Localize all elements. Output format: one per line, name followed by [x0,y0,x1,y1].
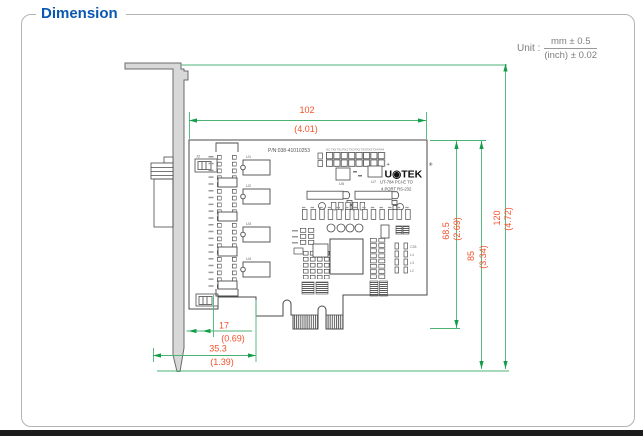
unit-mm: mm ± 0.5 [544,36,598,49]
jumper-label-u5: U5 [339,181,345,186]
jumper-blocks: U5 U7 [335,165,383,186]
unit-fraction: mm ± 0.5 (inch) ± 0.02 [544,36,598,61]
ic-label-u1: U1 [246,154,252,159]
unit-note: Unit : mm ± 0.5 (inch) ± 0.02 [517,36,598,61]
io-connector-footprint [208,142,239,297]
pcie-edge-fingers [292,314,344,330]
dim-offset-mm: 17 [219,321,229,331]
part-number: P/N:038-41010253 [268,148,310,154]
dimension-arrows [153,63,508,369]
pin-header: NC TX0 TX1 RX1 TX2 RX2 TX3 RX3 TX4 RX4 + [317,148,390,168]
crystal-caps [326,223,364,233]
footer-bar [0,430,643,436]
dim-edge-height-mm: 85 [466,251,476,261]
capacitor-row [302,206,412,220]
dim-pcb-height-in: (2.69) [452,217,462,241]
ic-label-u4: U4 [246,256,252,261]
dim-pcb-height-mm: 68.5 [441,222,451,240]
brand-reg-mark: ® [429,161,433,167]
dim-offset-in: (0.69) [221,334,245,344]
dim-width-in: (4.01) [294,124,318,134]
dip-pad-grids [301,251,330,295]
model-line2: 4 PORT RS-232 [381,187,412,192]
inductor-column: C38 L4 L3 L2 [394,225,416,274]
side-label-4: L2 [410,269,414,273]
brand-logo: U◉TEK [385,169,423,181]
model-line1: UT-784 PCI-E TO [380,180,414,185]
dim-total-height-mm: 120 [492,210,502,225]
dip-ics: U1 U2 U3 U4 [240,154,271,278]
dimension-labels: 102 (4.01) 68.5 (2.69) 85 (3.34) 120 (4.… [209,105,513,367]
plus-mark: + [387,162,390,168]
cap-c47 [380,224,390,239]
right-pad-array [369,238,388,297]
side-label-1: C38 [410,245,416,249]
ic-label-u3: U3 [246,221,252,226]
side-label-2: L4 [410,253,414,257]
dimension-lines [153,64,509,372]
mounting-bracket [124,62,189,372]
content-frame [21,14,635,427]
dim-total-height-in: (4.72) [503,207,513,231]
dim-bottom-width-mm: 35.3 [209,344,227,354]
side-label-3: L3 [410,261,414,265]
dim-width-mm: 102 [299,105,314,115]
db-connector [150,156,174,228]
unit-label: Unit : [517,43,541,54]
brand-block: U◉TEK ® UT-784 PCI-E TO 4 PORT RS-232 [380,161,433,192]
we1-connector [195,293,219,307]
pin-labels: NC TX0 TX1 RX1 TX2 RX2 TX3 RX3 TX4 RX4 [326,148,384,152]
dim-edge-height-in: (3.34) [478,245,488,269]
page-title: Dimension [36,5,126,22]
dim-bottom-width-in: (1.39) [210,357,234,367]
unit-inch: (inch) ± 0.02 [544,50,598,61]
j2-label: J2 [196,154,201,159]
main-chip [312,238,364,275]
jumper-label-u7: U7 [371,179,377,184]
ic-label-u2: U2 [246,183,252,188]
